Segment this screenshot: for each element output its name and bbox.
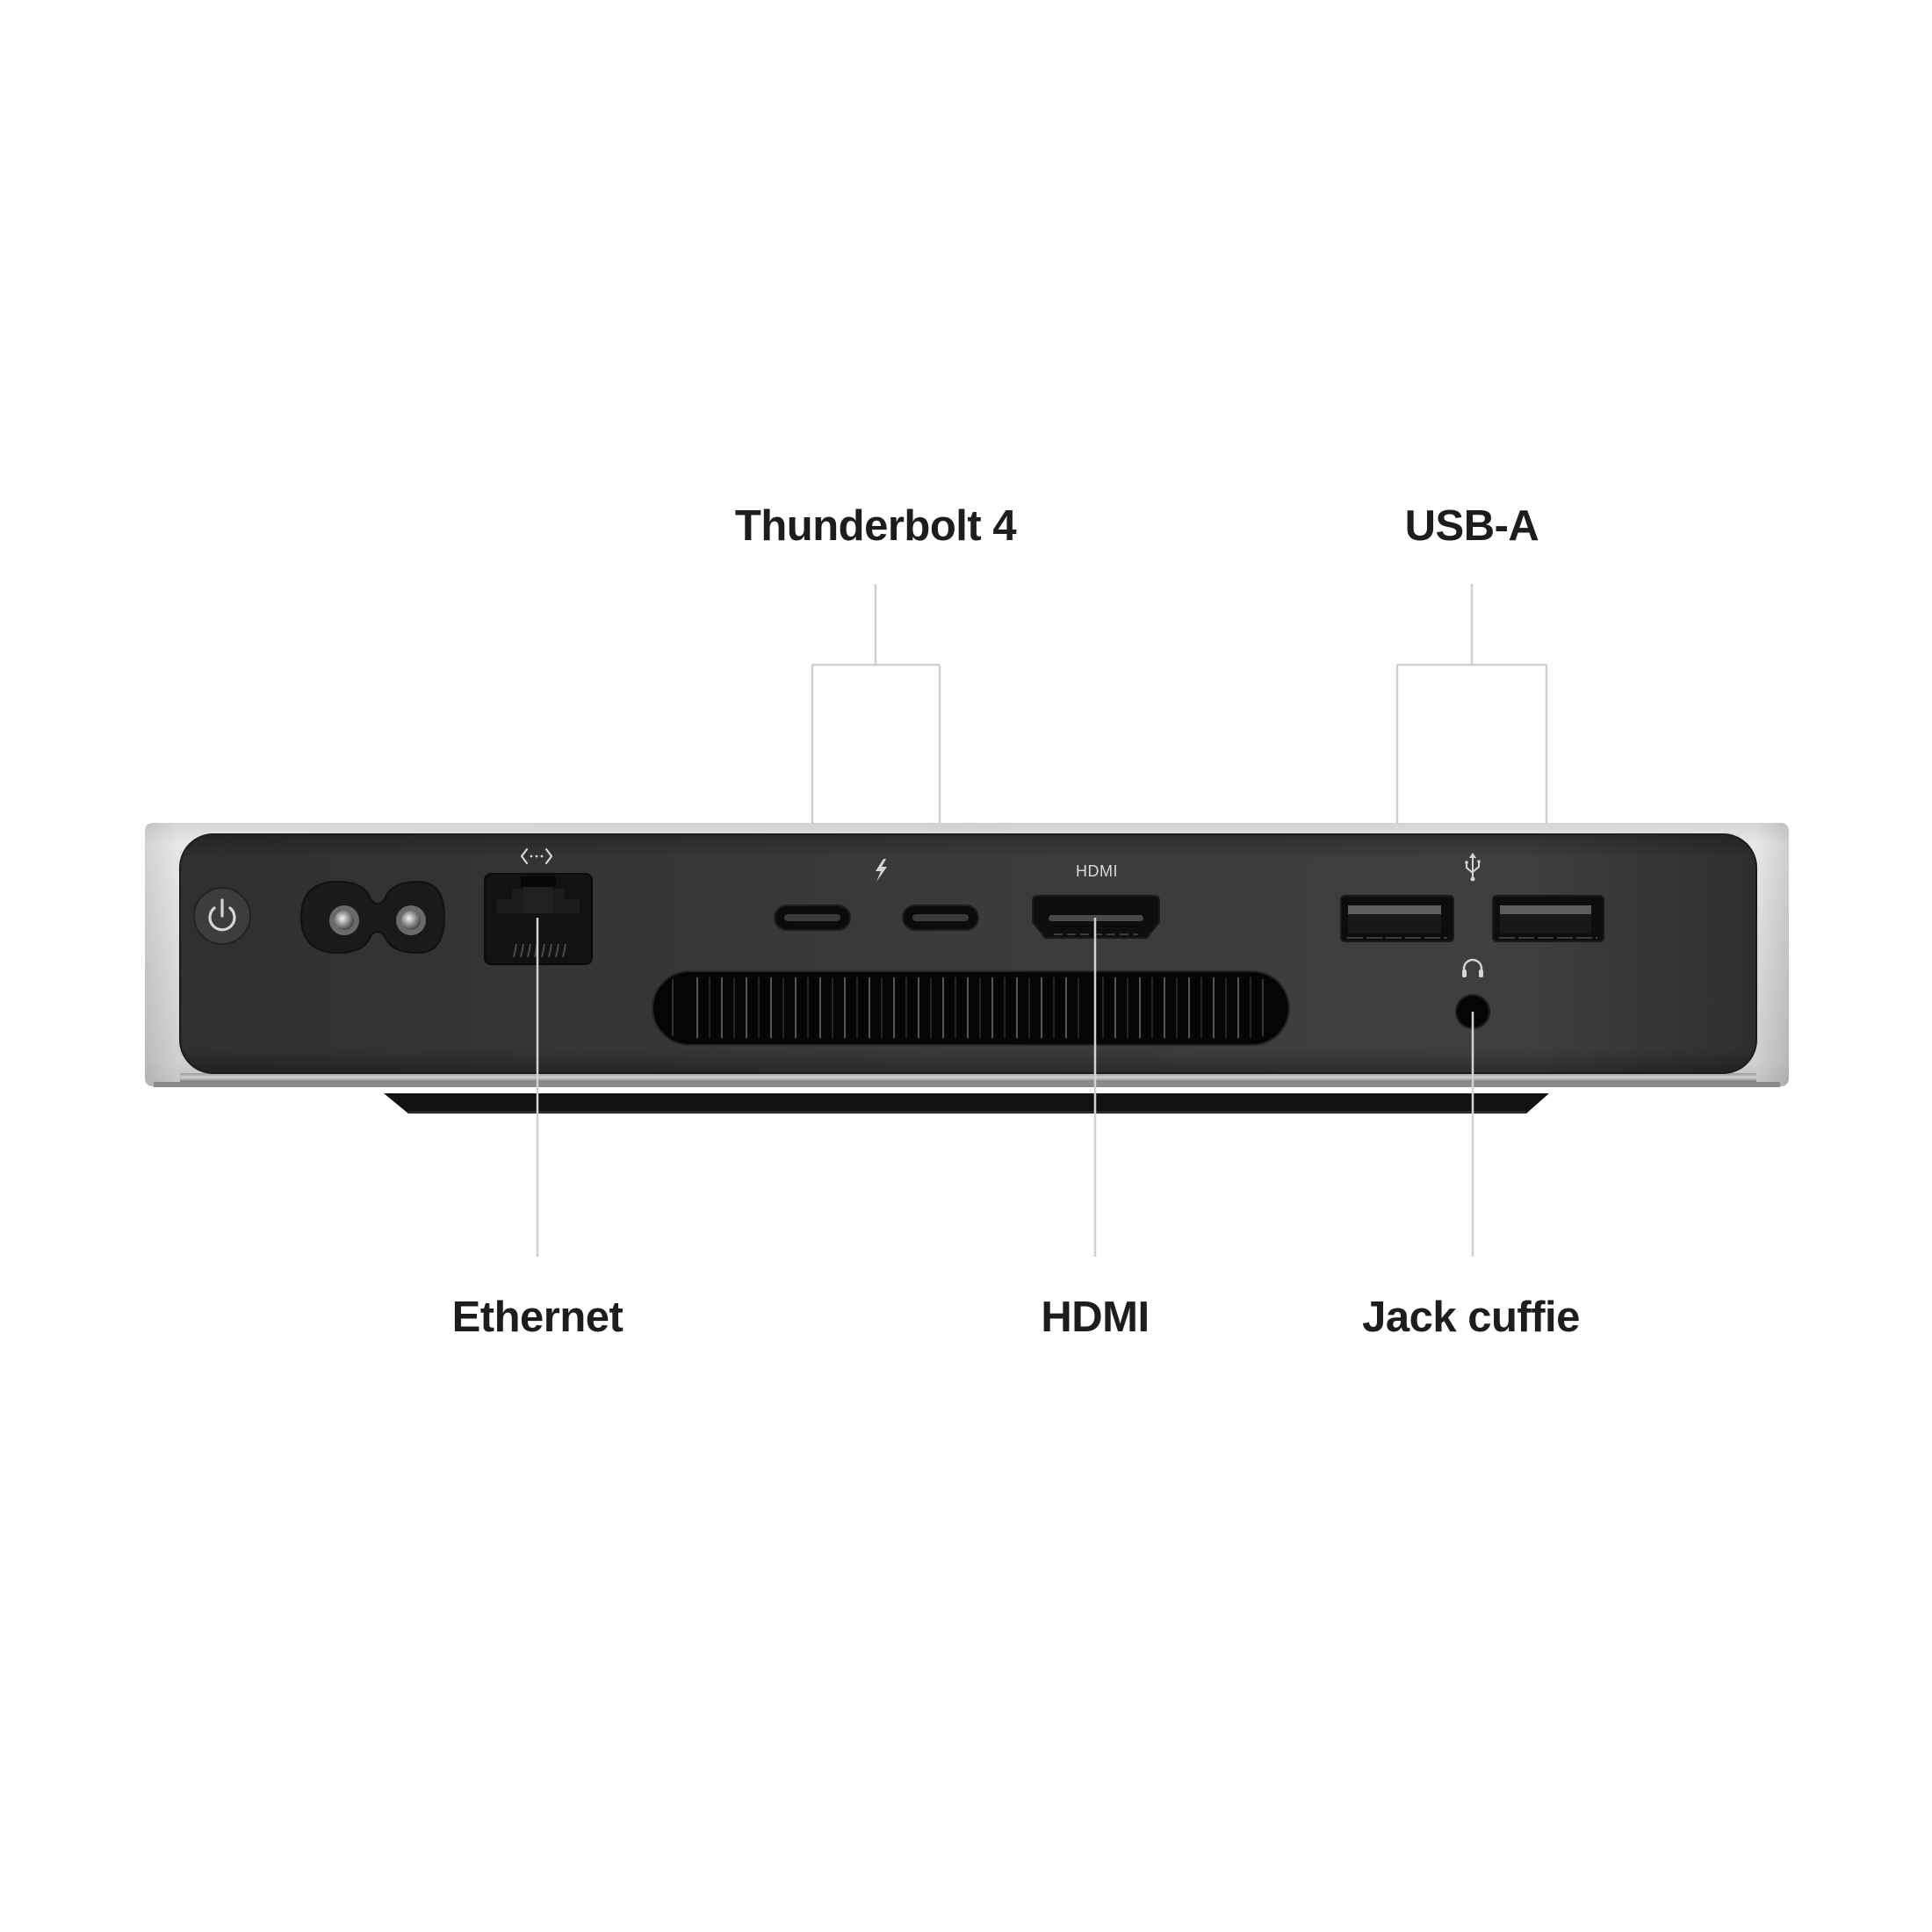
hdmi-port [1032, 895, 1160, 939]
thunderbolt-label: Thunderbolt 4 [734, 502, 1017, 550]
usb-icon [1465, 853, 1481, 882]
headphones-icon [1462, 958, 1483, 977]
ac-power-inlet [299, 880, 446, 955]
hdmi-engraved-label: HDMI [1076, 862, 1118, 880]
ethernet-label: Ethernet [451, 1294, 624, 1341]
usb-a-port-2 [1492, 895, 1604, 942]
ethernet-icon [520, 847, 553, 865]
leader-lines [811, 584, 1548, 919]
power-icon [208, 898, 236, 932]
thunderbolt-port-1 [774, 905, 851, 931]
thunderbolt-port-2 [902, 905, 979, 931]
vent-grille [652, 970, 1290, 1046]
device-foot [384, 1093, 1549, 1114]
thunderbolt-leader [811, 584, 941, 919]
headphone-jack-label: Jack cuffie [1362, 1294, 1580, 1341]
usb-a-port-1 [1340, 895, 1454, 942]
usb-a-label: USB-A [1404, 502, 1539, 550]
thunderbolt-icon [876, 859, 887, 882]
hdmi-label: HDMI [1041, 1294, 1150, 1341]
power-button[interactable] [193, 887, 251, 945]
usb-a-leader [1395, 584, 1548, 919]
